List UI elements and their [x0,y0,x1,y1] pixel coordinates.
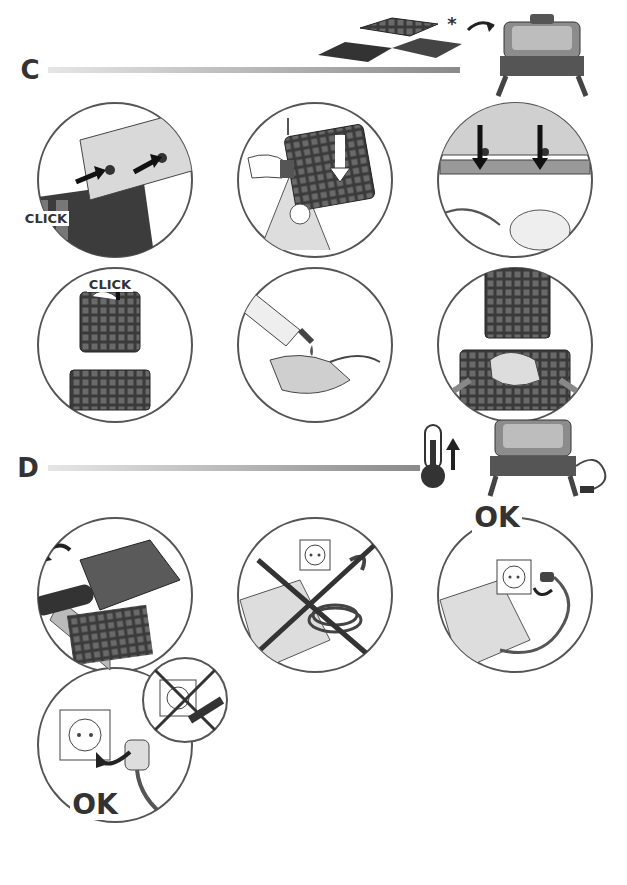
footnote-mark: * [445,14,458,34]
section-letter: D [15,454,41,482]
section-bar [48,465,420,471]
plate-insert [25,90,195,278]
oil-plate [440,268,590,410]
oil-cloth [236,290,380,393]
section-bar [48,67,460,73]
inset-circle [143,658,227,742]
section-letter: C [18,56,41,84]
appliance-icon [490,420,605,496]
thermometer-icon [421,425,460,488]
plate-click [248,118,375,250]
ok-text: OK [70,790,120,820]
lid-close [32,540,180,670]
cord-ok [440,560,569,670]
cord-coiled [240,540,380,670]
plate-lower [430,100,600,250]
plates-icon [318,18,494,62]
appliance-icon [498,14,586,96]
click-text: CLICK [87,277,133,292]
ok-text: OK [472,503,522,533]
plates-click [70,290,150,410]
click-text: CLICK [23,211,69,226]
